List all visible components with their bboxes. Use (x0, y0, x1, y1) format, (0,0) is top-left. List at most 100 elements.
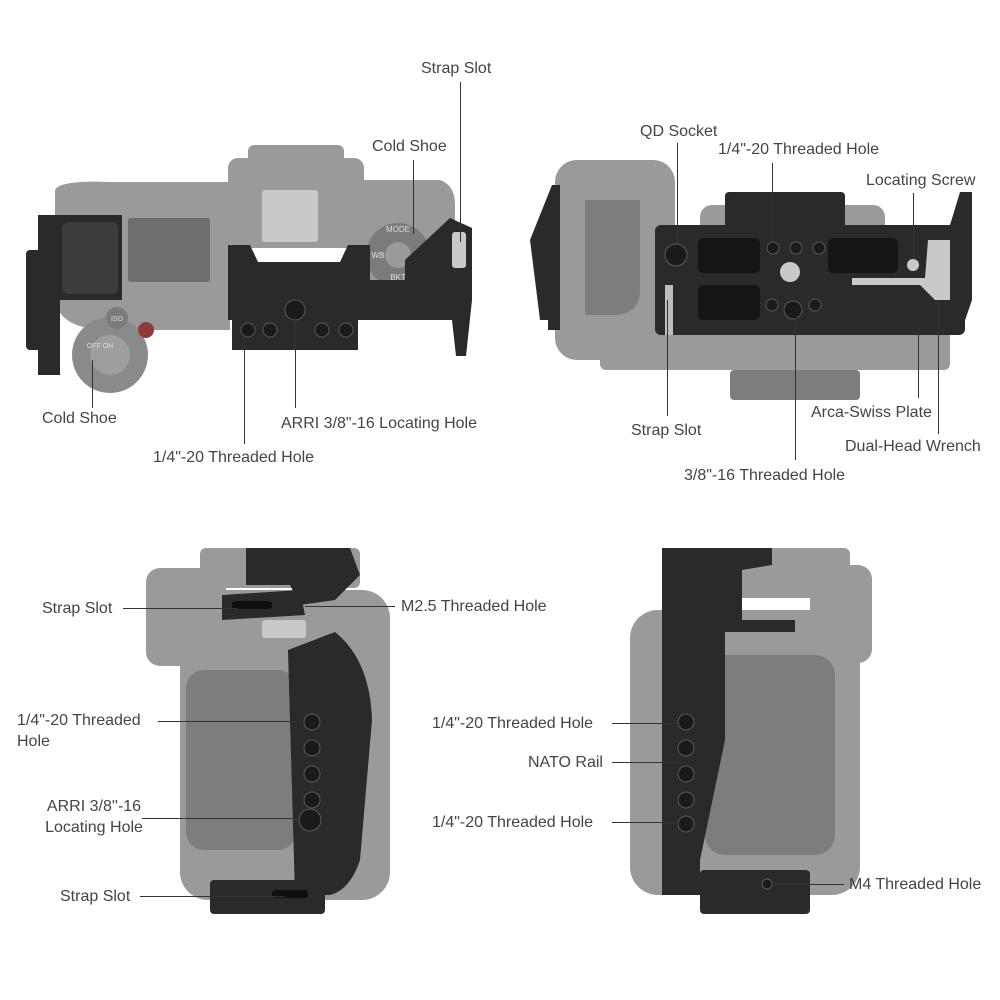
nato-quarter-hole-3 (677, 765, 695, 783)
mode-dial-center (385, 242, 411, 268)
cage-top-clamp (725, 192, 845, 228)
battery-door (585, 200, 640, 315)
leader-line (142, 818, 300, 819)
label-strap-slot-side-top: Strap Slot (42, 600, 113, 617)
label-threaded-hole-three-eighths: 3/8"-16 Threaded Hole (684, 467, 846, 484)
cage-top-plate (228, 245, 430, 350)
nato-quarter-hole-5 (677, 815, 695, 833)
cage-left-frame (662, 548, 795, 895)
label-dual-head-wrench: Dual-Head Wrench (845, 438, 981, 455)
iso-mark: ISO (111, 316, 124, 323)
label-m4-threaded-hole: M4 Threaded Hole (849, 876, 982, 893)
leader-line (938, 300, 939, 434)
threaded-hole-c (314, 322, 330, 338)
strap-slot-top-opening (232, 601, 272, 609)
nato-quarter-hole-2 (677, 739, 695, 757)
leader-line (244, 340, 245, 444)
qd-socket (664, 243, 688, 267)
leader-line (140, 896, 285, 897)
cage-right-wing (950, 192, 972, 335)
label-threaded-hole-top-left: 1/4"-20 Threaded Hole (153, 449, 315, 466)
nato-quarter-hole-4 (677, 791, 695, 809)
cage-side-grip (288, 632, 372, 895)
side-arri-hole (298, 808, 322, 832)
cage-top-handle-mount (246, 548, 360, 605)
cage-left-edge (26, 250, 46, 350)
mounting-screw (780, 262, 800, 282)
side-quarter-hole-2 (303, 739, 321, 757)
leader-line (772, 884, 844, 885)
label-cold-shoe-right: Cold Shoe (372, 138, 447, 155)
quarter-hole-4 (765, 298, 779, 312)
quarter-hole-3 (812, 241, 826, 255)
nato-quarter-hole-1 (677, 713, 695, 731)
label-arca-swiss-plate: Arca-Swiss Plate (811, 404, 932, 421)
leader-line (772, 163, 773, 241)
label-strap-slot-top-right: Strap Slot (631, 422, 702, 439)
top-right-view (530, 160, 972, 400)
dual-head-wrench (852, 240, 950, 300)
label-arri-locating-hole-top: ARRI 3/8"-16 Locating Hole (281, 415, 478, 432)
cage-left-wing (530, 185, 560, 320)
leader-line (123, 608, 238, 609)
label-arri-locating-hole-side: ARRI 3/8''-16 Locating Hole (45, 798, 143, 836)
threaded-hole-b (262, 322, 278, 338)
m4-hole (761, 878, 773, 890)
label-qd-socket: QD Socket (640, 123, 718, 140)
side-quarter-hole-3 (303, 765, 321, 783)
threaded-hole-a (240, 322, 256, 338)
bottom-slot-2 (698, 285, 760, 320)
record-button (138, 322, 154, 338)
power-mark: OFF ON (87, 343, 113, 350)
leader-line (612, 822, 680, 823)
leader-line (305, 606, 395, 607)
label-threaded-hole-nato-top: 1/4"-20 Threaded Hole (432, 715, 594, 732)
leader-line (667, 300, 668, 416)
threaded-hole-d (338, 322, 354, 338)
locating-screw (907, 259, 919, 271)
leader-line (918, 328, 919, 398)
side-rubber-panel (186, 670, 296, 850)
strap-slot-bottom (665, 285, 673, 335)
quarter-hole-2 (789, 241, 803, 255)
side-quarter-hole-1 (303, 713, 321, 731)
side-quarter-hole-4 (303, 791, 321, 809)
camera-hot-shoe (262, 190, 318, 242)
leader-line (158, 721, 304, 722)
label-nato-rail: NATO Rail (528, 754, 603, 771)
bottom-slot-3 (828, 238, 898, 273)
label-threaded-hole-nato-bottom: 1/4"-20 Threaded Hole (432, 814, 594, 831)
leader-line (795, 318, 796, 460)
bkt-mark: BKT (390, 273, 406, 282)
mode-mark: MODE (386, 225, 410, 234)
leader-line (612, 723, 680, 724)
label-m25-threaded-hole: M2.5 Threaded Hole (401, 598, 547, 615)
label-threaded-hole-side: 1/4"-20 Threaded Hole (17, 712, 141, 750)
quarter-hole-1 (766, 241, 780, 255)
top-lcd (128, 218, 210, 282)
label-threaded-hole-quarter: 1/4"-20 Threaded Hole (718, 141, 880, 158)
quarter-hole-5 (808, 298, 822, 312)
label-strap-slot-top-left: Strap Slot (421, 60, 492, 77)
leader-line (913, 193, 914, 259)
label-locating-screw: Locating Screw (866, 172, 976, 189)
strap-slot-top (452, 232, 466, 268)
leader-line (413, 160, 414, 234)
arri-locating-hole (284, 299, 306, 321)
camera-body-bottom (600, 330, 950, 370)
cage-bottom-foot-right (700, 870, 810, 914)
leader-line (92, 360, 93, 408)
m25-plate (262, 620, 306, 638)
side-panel-right (705, 655, 835, 855)
wb-mark: WB (372, 251, 385, 260)
left-cold-shoe (62, 222, 118, 294)
bottom-slot-1 (698, 238, 760, 273)
iso-button (106, 307, 128, 329)
cage-bottom-foot (210, 880, 325, 914)
rear-dial-center (90, 335, 130, 375)
leader-line (295, 322, 296, 408)
top-left-view: MODE WB BKT ISO OFF ON (26, 145, 472, 393)
leader-line (612, 762, 680, 763)
bottom-right-view (630, 548, 872, 914)
